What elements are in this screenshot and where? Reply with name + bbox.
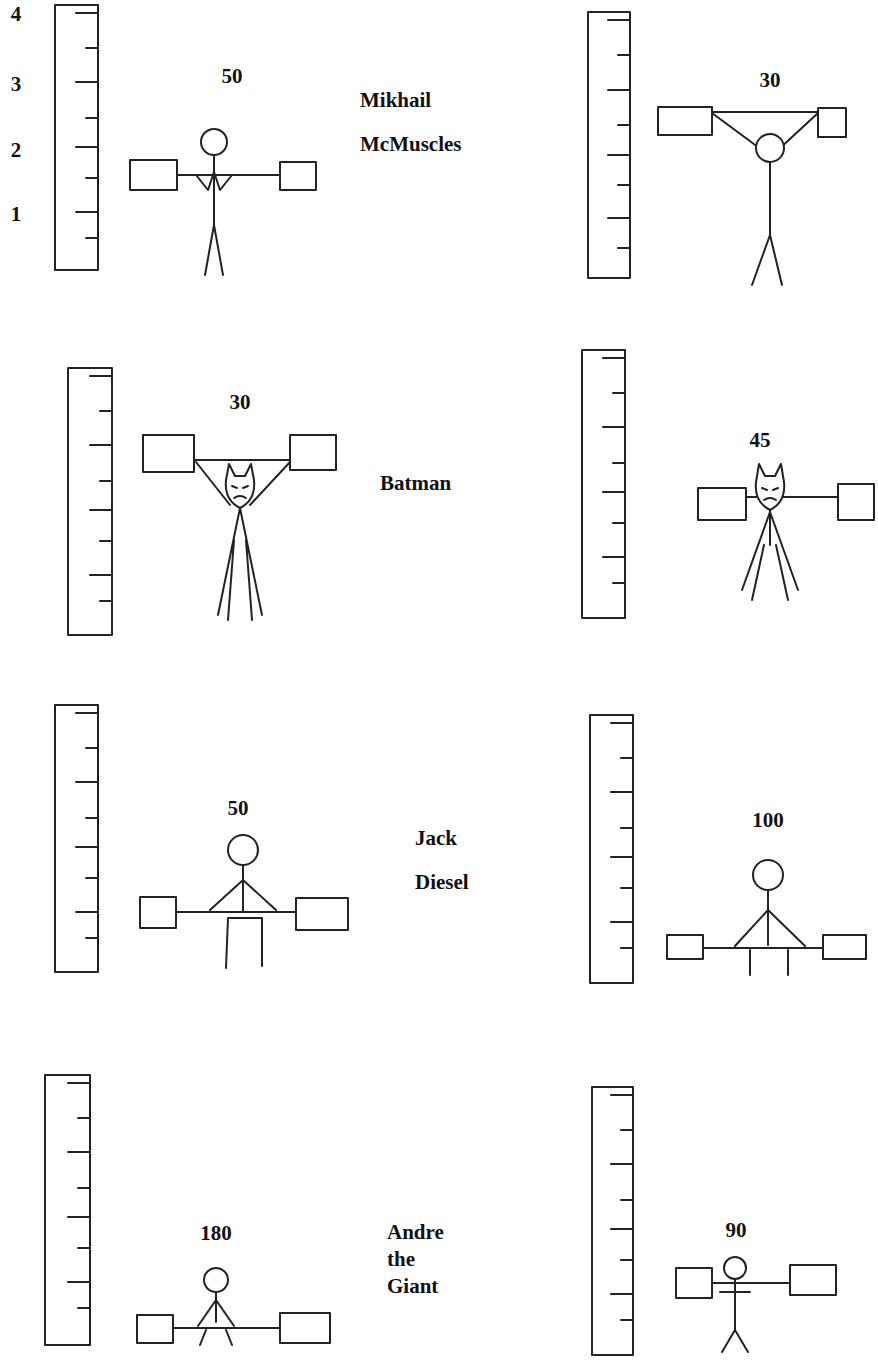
batman-head <box>756 464 784 510</box>
ruler-ticks <box>76 13 98 238</box>
weight-plate <box>143 435 194 472</box>
stick-figure <box>198 1292 234 1345</box>
weight-plate <box>818 108 846 137</box>
batman-face <box>232 486 248 498</box>
batman-head <box>226 464 254 508</box>
lifter-name: Andre the Giant <box>387 1219 444 1300</box>
ruler-ticks <box>603 358 625 583</box>
ruler <box>592 1087 633 1355</box>
barbell <box>176 911 296 913</box>
scale-number: 4 <box>11 2 22 27</box>
barbell <box>703 947 823 949</box>
ruler-ticks <box>608 20 630 248</box>
stick-figure <box>720 1279 750 1352</box>
stick-head <box>228 835 258 865</box>
barbell <box>712 1282 790 1284</box>
ruler <box>55 5 98 270</box>
weight-plate <box>823 935 866 959</box>
weight-plate <box>698 488 746 520</box>
weight-label: 50 <box>228 796 249 821</box>
batman-figure <box>742 510 798 600</box>
ruler <box>55 705 98 972</box>
stick-figure <box>196 155 232 275</box>
ruler <box>582 350 625 618</box>
barbell <box>194 459 290 461</box>
weight-plate <box>280 162 316 190</box>
barbell <box>177 174 280 176</box>
ruler <box>590 715 633 983</box>
batman-figure <box>196 462 290 620</box>
stick-head <box>201 129 227 155</box>
ruler-ticks <box>68 1083 90 1308</box>
lifter-name: Mikhail McMuscles <box>360 78 461 166</box>
weight-plate <box>296 898 348 930</box>
stick-figure <box>712 113 818 285</box>
ruler <box>68 368 112 635</box>
weight-plate <box>667 935 703 959</box>
ruler-ticks <box>611 723 633 948</box>
weight-plate <box>137 1315 173 1343</box>
scale-number: 1 <box>11 202 22 227</box>
stick-head <box>724 1257 746 1279</box>
stick-figure <box>735 890 805 975</box>
ruler-ticks <box>76 713 98 938</box>
scale-number: 3 <box>11 72 22 97</box>
weight-plate <box>280 1313 330 1343</box>
ruler <box>588 12 630 278</box>
weight-plate <box>676 1268 712 1298</box>
weight-plate <box>140 897 176 928</box>
weight-label: 50 <box>222 64 243 89</box>
weight-label: 90 <box>726 1218 747 1243</box>
stick-figure <box>210 865 276 968</box>
stick-head <box>756 134 784 162</box>
weight-plate <box>290 435 336 470</box>
stick-head <box>204 1268 228 1292</box>
weight-label: 45 <box>750 428 771 453</box>
weight-label: 30 <box>230 390 251 415</box>
ruler-ticks <box>611 1095 633 1320</box>
weight-plate <box>790 1265 836 1295</box>
ruler <box>45 1075 90 1345</box>
weight-plate <box>838 484 874 520</box>
ruler-ticks <box>90 376 112 601</box>
lifter-name: Batman <box>380 470 451 496</box>
weight-label: 30 <box>760 68 781 93</box>
weight-label: 180 <box>200 1221 232 1246</box>
barbell <box>173 1327 280 1329</box>
weight-plate <box>658 107 712 135</box>
batman-face <box>762 488 778 500</box>
weight-label: 100 <box>752 808 784 833</box>
barbell <box>712 111 818 113</box>
lifter-name: Jack Diesel <box>415 816 469 904</box>
scale-number: 2 <box>11 138 22 163</box>
stick-head <box>753 860 783 890</box>
weight-plate <box>130 160 177 190</box>
